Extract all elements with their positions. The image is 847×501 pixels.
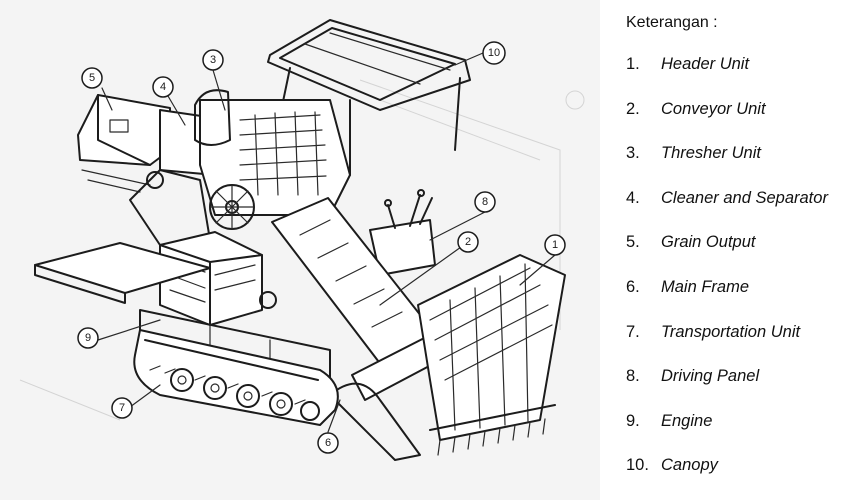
legend-item: 3. Thresher Unit — [626, 144, 841, 189]
legend-item-label: Conveyor Unit — [661, 99, 766, 118]
track-undercarriage — [133, 329, 339, 426]
callout-9: 9 — [77, 327, 99, 349]
legend-item: 9. Engine — [626, 412, 841, 457]
legend-item-label: Grain Output — [661, 233, 756, 252]
callout-1: 1 — [544, 234, 566, 256]
callout-5: 5 — [81, 67, 103, 89]
svg-text:5: 5 — [89, 72, 95, 84]
svg-text:7: 7 — [119, 402, 125, 414]
legend-item: 1. Header Unit — [626, 55, 841, 100]
harvester-line-art: 1 2 3 4 5 6 7 8 9 10 — [19, 19, 585, 461]
legend-item-number: 1. — [626, 55, 640, 73]
legend-title: Keterangan : — [626, 14, 718, 31]
legend-item-label: Main Frame — [661, 277, 750, 296]
legend-item: 7. Transportation Unit — [626, 323, 841, 368]
legend-item-number: 8. — [626, 367, 640, 386]
svg-text:2: 2 — [465, 236, 471, 248]
legend-item-number: 5. — [626, 233, 640, 252]
legend-item-label: Canopy — [661, 456, 718, 475]
callout-7: 7 — [111, 397, 133, 419]
svg-text:3: 3 — [210, 54, 216, 66]
svg-text:6: 6 — [325, 437, 331, 449]
legend-item-number: 3. — [626, 144, 640, 163]
legend-item-label: Cleaner and Separator — [661, 188, 828, 207]
callout-8: 8 — [474, 191, 496, 213]
legend-item-label: Engine — [661, 411, 713, 430]
legend-item-number: 2. — [626, 99, 640, 118]
combine-harvester-drawing: 1 2 3 4 5 6 7 8 9 10 — [0, 0, 600, 500]
legend-item: 10. Canopy — [626, 456, 841, 501]
legend-item-label: Transportation Unit — [661, 322, 801, 341]
svg-text:4: 4 — [160, 81, 166, 93]
callout-2: 2 — [457, 231, 479, 253]
callout-6: 6 — [317, 432, 339, 454]
legend-item-number: 10. — [626, 456, 649, 475]
svg-text:1: 1 — [552, 239, 558, 251]
callout-4: 4 — [152, 76, 174, 98]
legend-item-number: 9. — [626, 411, 640, 430]
callout-10: 10 — [482, 41, 506, 65]
legend-item: 2. Conveyor Unit — [626, 100, 841, 145]
svg-text:9: 9 — [85, 332, 91, 344]
legend-item-label: Driving Panel — [661, 367, 760, 386]
legend-item-number: 6. — [626, 277, 640, 296]
legend-item-number: 7. — [626, 322, 640, 341]
legend-item: 4. Cleaner and Separator — [626, 189, 841, 234]
legend-item-number: 4. — [626, 188, 640, 207]
svg-text:10: 10 — [488, 47, 500, 59]
thresher-unit — [194, 89, 351, 230]
legend-item: 8. Driving Panel — [626, 367, 841, 412]
legend-item: 5. Grain Output — [626, 233, 841, 278]
legend-item: 6. Main Frame — [626, 278, 841, 323]
legend-item-label: Thresher Unit — [661, 144, 761, 163]
engine — [34, 231, 277, 326]
grain-output-box — [77, 94, 171, 193]
callout-3: 3 — [202, 49, 224, 71]
background-ghost-lines — [19, 79, 585, 421]
header-unit — [329, 254, 566, 461]
legend-panel: Keterangan : 1. Header Unit 2. Conveyor Uni… — [626, 12, 841, 501]
legend-list: 1. Header Unit 2. Conveyor Unit 3. Thresher U… — [626, 55, 841, 501]
legend-item-label: Header Unit — [661, 55, 750, 73]
svg-text:8: 8 — [482, 196, 488, 208]
leader-lines — [97, 52, 556, 433]
